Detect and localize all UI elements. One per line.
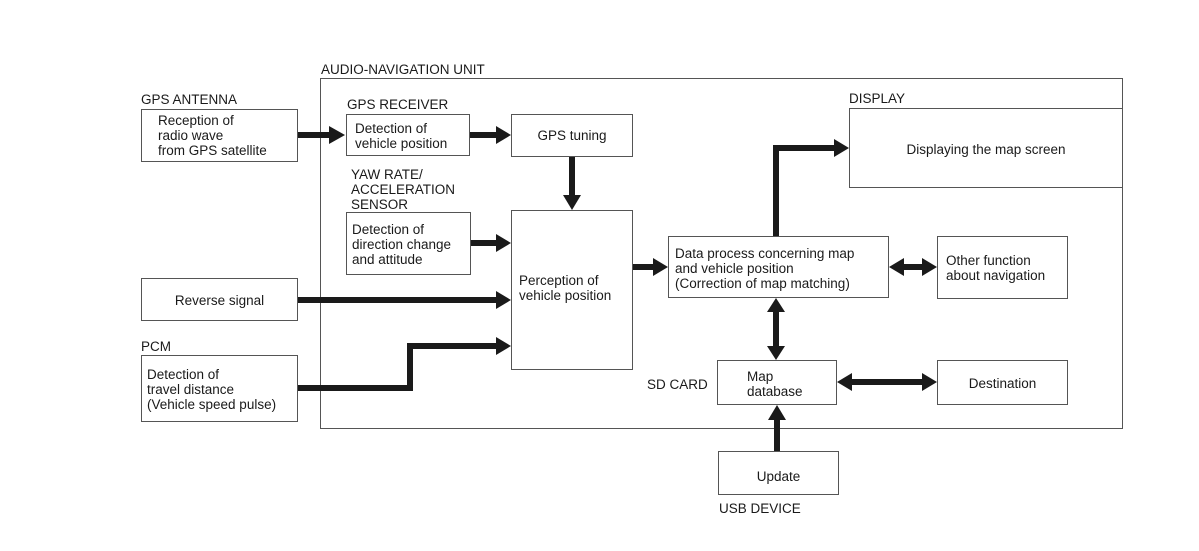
yaw-sensor-label: YAW RATE/ ACCELERATION SENSOR [351, 167, 456, 212]
perception-box: Perception of vehicle position [511, 210, 633, 370]
pcm-box: Detection of travel distance (Vehicle sp… [141, 355, 298, 422]
other-function-text: Other function about navigation [946, 253, 1046, 283]
unit-label: AUDIO-NAVIGATION UNIT [321, 62, 485, 77]
map-database-text: Map database [747, 369, 803, 399]
reverse-signal-box: Reverse signal [141, 278, 298, 321]
usb-device-label: USB DEVICE [719, 501, 801, 516]
gps-antenna-text: Reception of radio wave from GPS satelli… [158, 113, 267, 158]
display-text: Displaying the map screen [906, 142, 1066, 157]
update-box: Update [718, 451, 839, 495]
pcm-text: Detection of travel distance (Vehicle sp… [147, 367, 277, 412]
destination-text: Destination [968, 376, 1037, 391]
sd-card-label: SD CARD [647, 377, 708, 392]
gps-receiver-box: Detection of vehicle position [346, 114, 470, 156]
yaw-sensor-box: Detection of direction change and attitu… [346, 212, 471, 275]
display-box: Displaying the map screen [849, 108, 1123, 188]
data-process-box: Data process concerning map and vehicle … [668, 236, 889, 298]
map-database-box: Map database [717, 360, 837, 405]
gps-tuning-text: GPS tuning [537, 128, 607, 143]
arrow-pcm-to-perception [298, 343, 497, 391]
gps-antenna-label: GPS ANTENNA [141, 92, 238, 107]
display-label: DISPLAY [849, 91, 906, 106]
gps-tuning-box: GPS tuning [511, 114, 633, 157]
data-process-text: Data process concerning map and vehicle … [675, 246, 855, 291]
update-text: Update [756, 469, 801, 484]
gps-receiver-text: Detection of vehicle position [355, 121, 448, 151]
pcm-label: PCM [141, 339, 171, 354]
reverse-signal-text: Reverse signal [174, 293, 265, 308]
yaw-sensor-text: Detection of direction change and attitu… [352, 222, 452, 267]
other-function-box: Other function about navigation [937, 236, 1068, 299]
destination-box: Destination [937, 360, 1068, 405]
gps-antenna-box: Reception of radio wave from GPS satelli… [141, 109, 298, 162]
arrow-process-to-display [773, 145, 835, 236]
perception-text: Perception of vehicle position [519, 273, 612, 303]
gps-receiver-label: GPS RECEIVER [347, 97, 449, 112]
audio-navigation-unit-frame [320, 78, 1123, 429]
